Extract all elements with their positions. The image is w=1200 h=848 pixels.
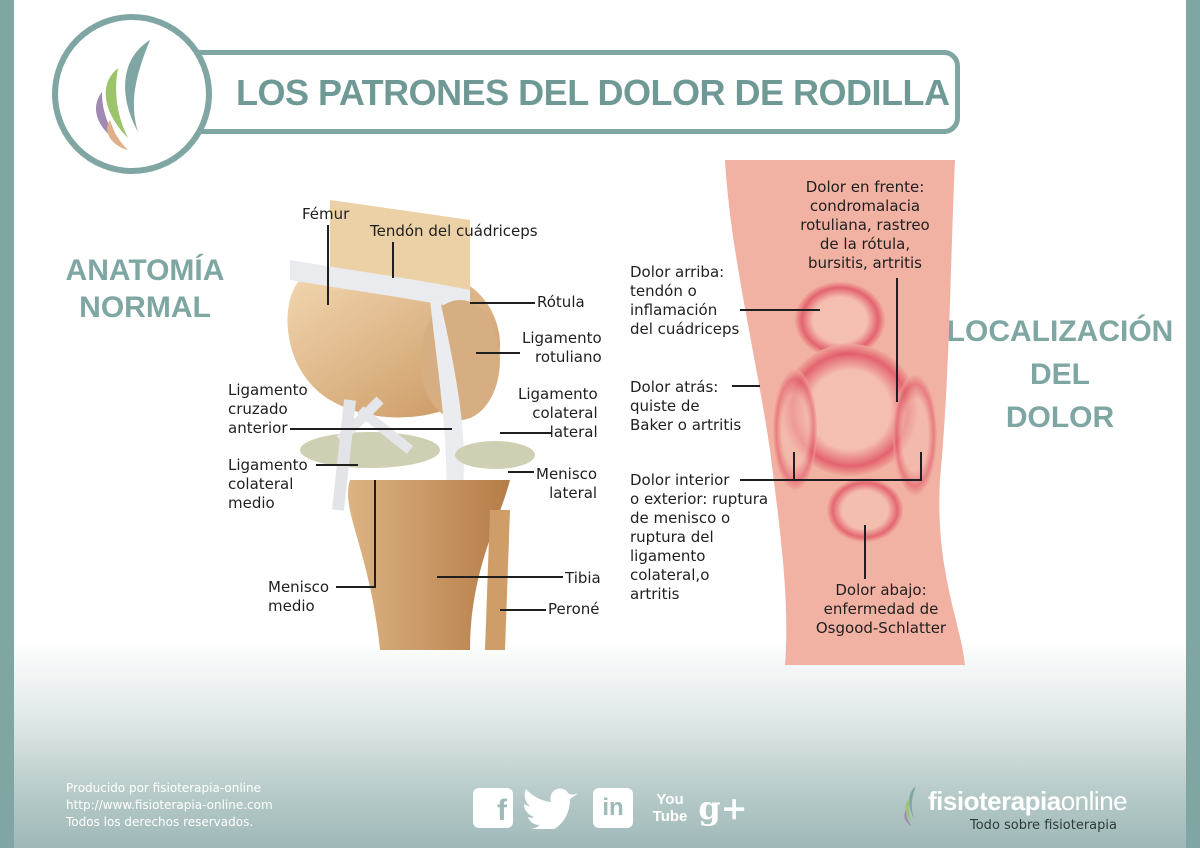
youtube-glyph: You Tube <box>652 791 688 825</box>
brand-leaf-icon <box>904 786 916 826</box>
label-pain-inside: Dolor interior o exterior: ruptura de me… <box>630 471 769 603</box>
brand-bold: fisioterapia <box>928 786 1061 816</box>
page-title: LOS PATRONES DEL DOLOR DE RODILLA <box>236 72 950 113</box>
label-tibia: Tibia <box>565 569 601 587</box>
google-plus-icon[interactable]: g+ <box>698 784 748 832</box>
leader-menisco-medio <box>336 586 374 588</box>
label-menisco-lateral: Menisco lateral <box>536 465 598 502</box>
leader-pain-below <box>864 525 866 579</box>
google-plus-glyph: g+ <box>698 789 748 827</box>
leader-pain-above <box>740 309 820 311</box>
facebook-glyph: f <box>473 788 513 828</box>
title-bar <box>160 50 960 134</box>
brand-wordmark: fisioterapiaonline <box>928 786 1128 817</box>
label-pain-above: Dolor arriba: tendón o inflamación del c… <box>630 263 740 338</box>
leader-femur <box>327 225 329 305</box>
facebook-icon[interactable]: f <box>470 784 516 832</box>
label-femur: Fémur <box>302 205 350 223</box>
section-anatomy-heading: ANATOMÍA NORMAL <box>65 254 225 324</box>
leader-lig-colateral-medio <box>316 464 358 466</box>
label-pain-below: Dolor abajo: enfermedad de Osgood-Schlat… <box>815 581 947 637</box>
leg-pain-illustration <box>725 160 965 665</box>
leader-menisco-lateral <box>508 471 534 473</box>
leader-lig-rotuliano <box>476 352 520 354</box>
left-border <box>0 0 14 848</box>
linkedin-glyph: in <box>593 788 633 828</box>
leader-tibia <box>437 576 563 578</box>
label-lig-colateral-lateral: Ligamento colateral lateral <box>518 385 598 441</box>
brand-light: online <box>1060 786 1128 816</box>
knee-anatomy-illustration <box>287 200 535 650</box>
twitter-icon[interactable] <box>520 784 582 832</box>
brand-tagline: Todo sobre fisioterapia <box>970 818 1117 833</box>
youtube-icon[interactable]: You Tube <box>650 784 690 832</box>
leader-pain-inside <box>740 479 922 481</box>
leaf-logo-icon <box>52 14 212 174</box>
leader-rotula <box>470 302 535 304</box>
leader-pain-front <box>896 278 898 402</box>
label-quad-tendon: Tendón del cuádriceps <box>370 222 538 240</box>
footer-credit: Producido por fisioterapia-online http:/… <box>66 781 273 829</box>
label-rotula: Rótula <box>537 293 585 311</box>
leader-pain-inside-left <box>793 452 795 480</box>
label-lig-colateral-medio: Ligamento colateral medio <box>228 456 308 512</box>
label-lig-cruzado: Ligamento cruzado anterior <box>228 381 308 437</box>
leader-pain-behind <box>732 385 760 387</box>
label-lig-rotuliano: Ligamento rotuliano <box>522 329 602 366</box>
label-pain-behind: Dolor atrás: quiste de Baker o artritis <box>630 378 742 434</box>
leader-pain-inside-right <box>920 452 922 480</box>
right-border <box>1186 0 1200 848</box>
leader-menisco-medio-vertical <box>374 480 376 588</box>
leader-quad-tendon <box>392 242 394 278</box>
leader-lig-cruzado <box>290 428 452 430</box>
label-menisco-medio: Menisco medio <box>268 578 330 615</box>
section-pain-heading: LOCALIZACIÓN DEL DOLOR <box>946 315 1174 434</box>
linkedin-icon[interactable]: in <box>590 784 636 832</box>
leader-perone <box>500 609 546 611</box>
label-pain-front: Dolor en frente: condromalacia rotuliana… <box>800 178 930 272</box>
label-perone: Peroné <box>548 600 600 618</box>
leader-lig-colateral-lateral <box>500 432 552 434</box>
